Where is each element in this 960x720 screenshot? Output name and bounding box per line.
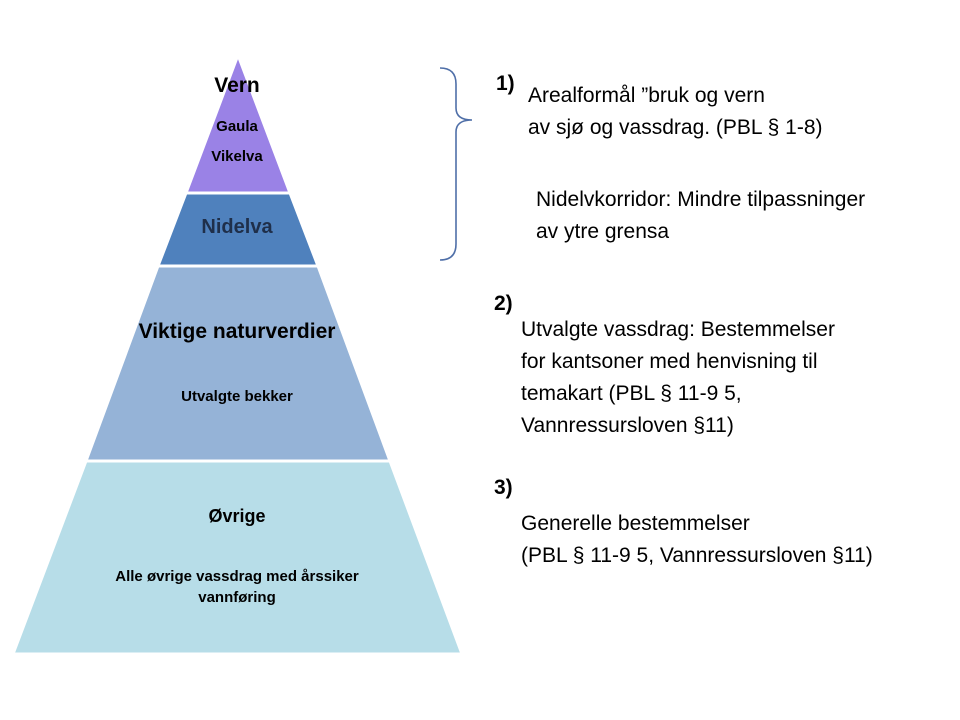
note-3-text: Generelle bestemmelser (PBL § 11-9 5, Va… xyxy=(521,508,873,572)
note-1-line: Arealformål ”bruk og vern xyxy=(528,84,765,107)
pyramid-level-viktige xyxy=(83,264,393,463)
note-2-text: Utvalgte vassdrag: Bestemmelser for kant… xyxy=(521,314,835,442)
note-1-line: av sjø og vassdrag. (PBL § 1-8) xyxy=(528,116,823,139)
note-3-line: Generelle bestemmelser xyxy=(521,512,750,535)
note-1-line: av ytre grensa xyxy=(536,220,670,243)
note-1-line: Nidelvkorridor: Mindre tilpassninger xyxy=(536,188,866,211)
note-number-3: 3) xyxy=(494,476,513,499)
level-title-viktige-naturverdier: Viktige naturverdier xyxy=(138,320,336,343)
note-2-line: Utvalgte vassdrag: Bestemmelser xyxy=(521,318,835,341)
note-3-line: (PBL § 11-9 5, Vannressursloven §11) xyxy=(521,544,873,567)
level-item-gaula: Gaula xyxy=(216,118,258,135)
note-2-line: for kantsoner med henvisning til xyxy=(521,350,818,373)
level-subtitle-utvalgte-bekker: Utvalgte bekker xyxy=(181,388,293,405)
pyramid-level-ovrige xyxy=(10,459,465,656)
curly-brace xyxy=(439,67,473,261)
level-title-ovrige: Øvrige xyxy=(208,506,266,526)
note-number-2: 2) xyxy=(494,292,513,315)
note-2-line: Vannressursloven §11) xyxy=(521,414,734,437)
note-number-1: 1) xyxy=(496,72,515,95)
note-2-line: temakart (PBL § 11-9 5, xyxy=(521,382,742,405)
note-1-paragraph-2: Nidelvkorridor: Mindre tilpassninger av … xyxy=(536,184,865,248)
level-item-vikelva: Vikelva xyxy=(211,148,263,165)
level-title-vern: Vern xyxy=(214,74,260,97)
level-subtitle-alle-ovrige: Alle øvrige vassdrag med årssiker vannfø… xyxy=(115,568,359,606)
note-1-paragraph-1: Arealformål ”bruk og vern av sjø og vass… xyxy=(528,80,823,144)
level-title-nidelva: Nidelva xyxy=(201,216,273,238)
